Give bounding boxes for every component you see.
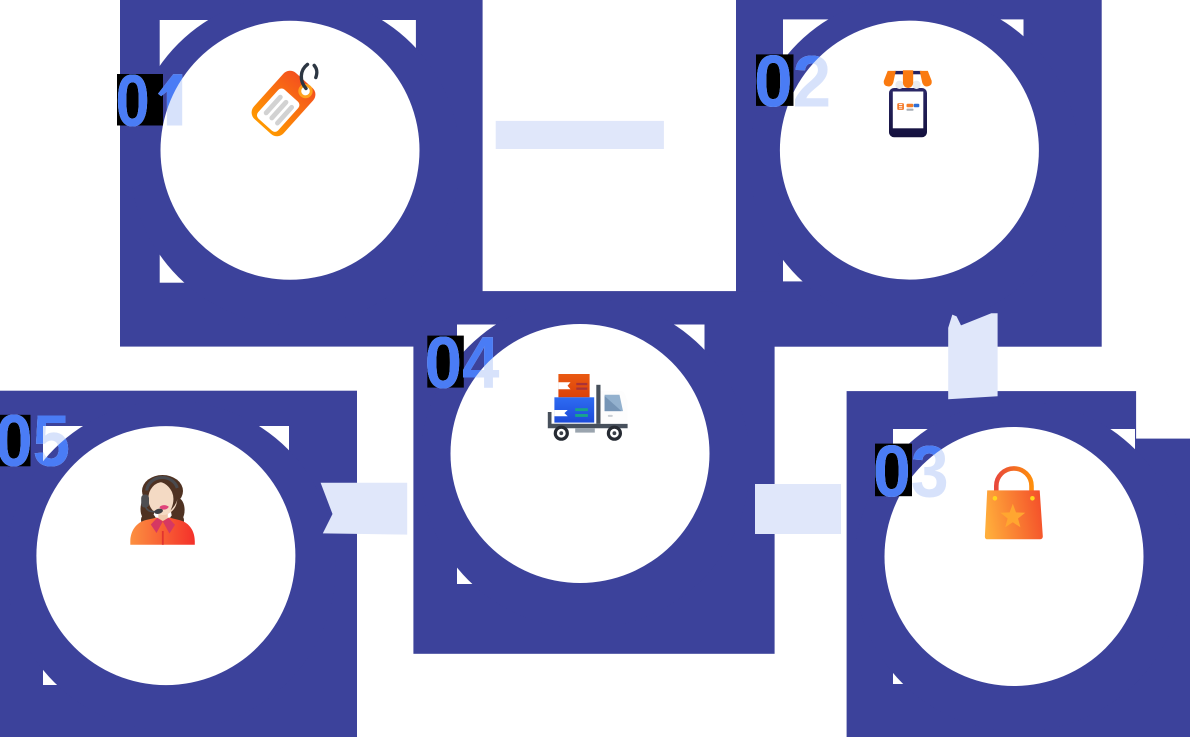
svg-text:0: 0 xyxy=(115,61,149,142)
svg-text:04: 04 xyxy=(425,321,500,403)
svg-text:0: 0 xyxy=(115,61,149,142)
svg-text:03: 03 xyxy=(873,430,949,512)
svg-text:02: 02 xyxy=(754,42,831,123)
svg-text:02: 02 xyxy=(754,42,831,123)
svg-text:04: 04 xyxy=(425,321,500,403)
svg-text:05: 05 xyxy=(0,399,70,481)
svg-text:05: 05 xyxy=(0,399,70,481)
svg-text:03: 03 xyxy=(873,430,949,512)
